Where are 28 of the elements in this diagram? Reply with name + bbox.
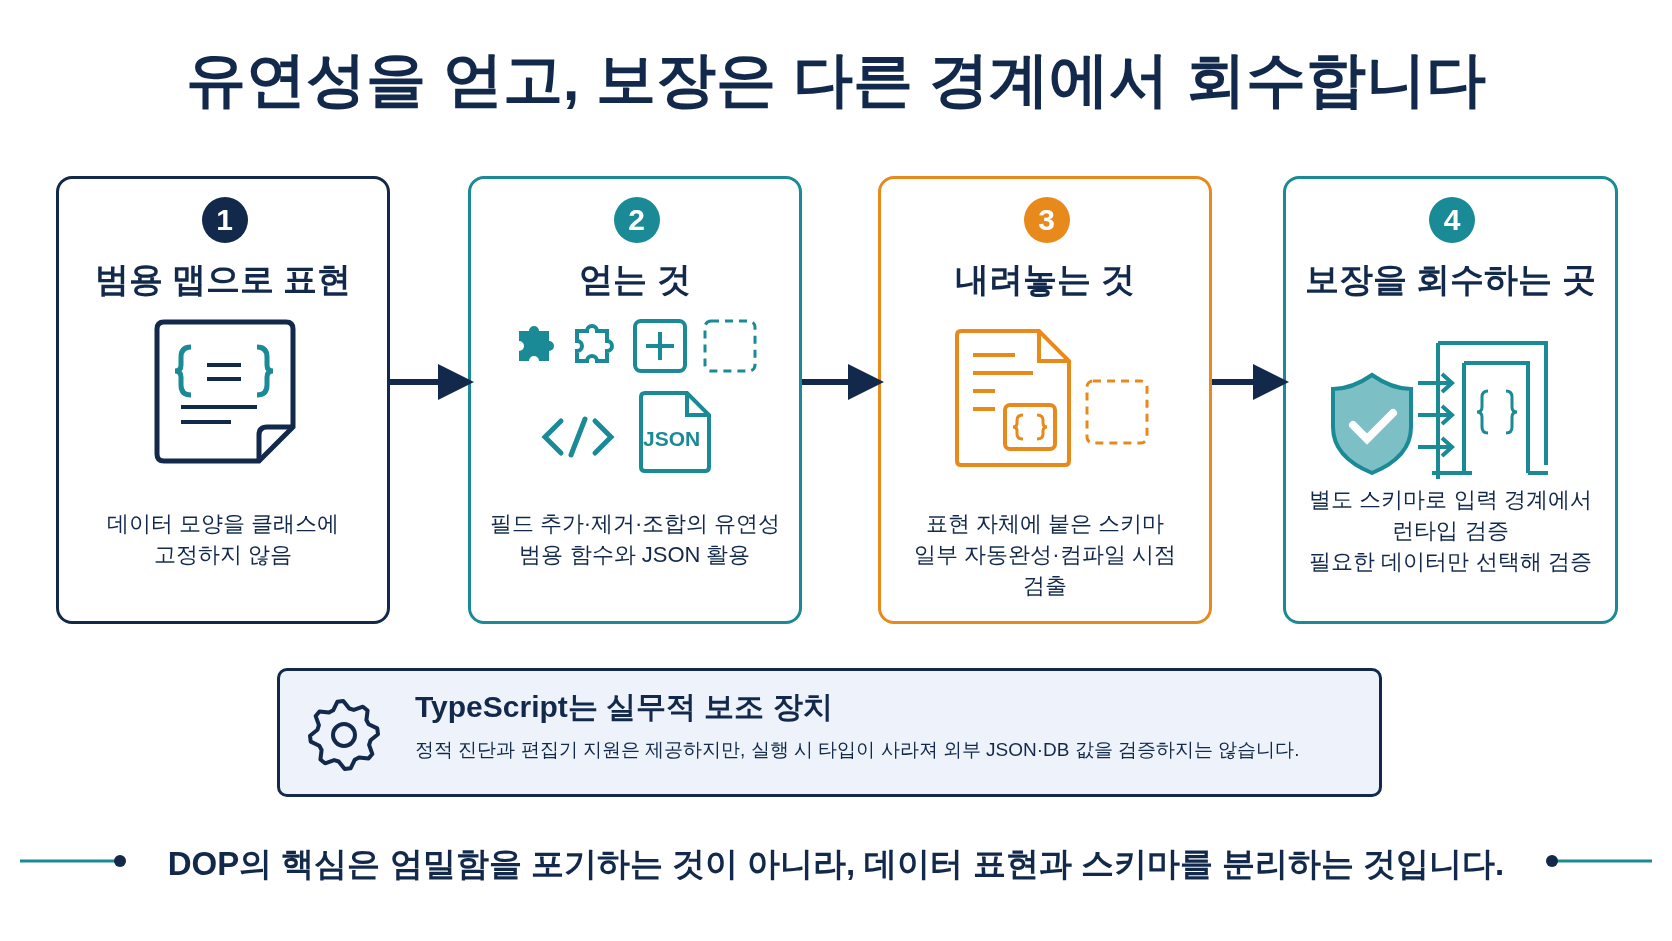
title: 유연성을 얻고, 보장은 다른 경계에서 회수합니다 [185, 45, 1487, 115]
card-text: 데이터 모양을 클래스에 고정하지 않음 [105, 510, 341, 569]
card-text: 일부 자동완성·컴파일 시점 검출 [913, 540, 1177, 600]
step-card [468, 176, 802, 624]
card-text: 범용 함수와 JSON 활용 [519, 540, 751, 569]
step-number: 2 [613, 197, 660, 243]
card-text: 별도 스키마로 입력 경계에서 런타입 검증 [1308, 486, 1593, 545]
note-heading: TypeScript는 실무적 보조 장치 [415, 689, 834, 725]
card-heading: 내려놓는 것 [954, 259, 1136, 300]
step-number: 1 [201, 197, 248, 243]
arrow [802, 364, 884, 400]
step-card [878, 176, 1212, 624]
step-number: 4 [1429, 197, 1475, 243]
step-card [56, 176, 390, 624]
step-card [1283, 176, 1618, 624]
card-text: 표현 자체에 붙은 스키마 [925, 510, 1165, 538]
arrow [1212, 364, 1289, 400]
note-text: 정적 진단과 편집기 지원은 제공하지만, 실행 시 타입이 사라져 외부 JSON·DB 값을 검증하지는 않습니다. [415, 738, 1301, 762]
file-type-text: JSON [643, 427, 701, 451]
card-heading: 얻는 것 [578, 259, 692, 300]
card-heading: 보장을 회수하는 곳 [1304, 259, 1597, 300]
card-text: 필드 추가·제거·조합의 유연성 [489, 510, 781, 538]
note-box [277, 668, 1382, 797]
card-text: 필요한 데이터만 선택해 검증 [1309, 547, 1592, 576]
card-heading: 범용 맵으로 표현 [93, 259, 353, 300]
caption: DOP의 핵심은 엄밀함을 포기하는 것이 아니라, 데이터 표현과 스키마를 분리하는 것입니다. [166, 844, 1506, 884]
step-number: 3 [1023, 197, 1070, 243]
arrow [390, 364, 474, 400]
